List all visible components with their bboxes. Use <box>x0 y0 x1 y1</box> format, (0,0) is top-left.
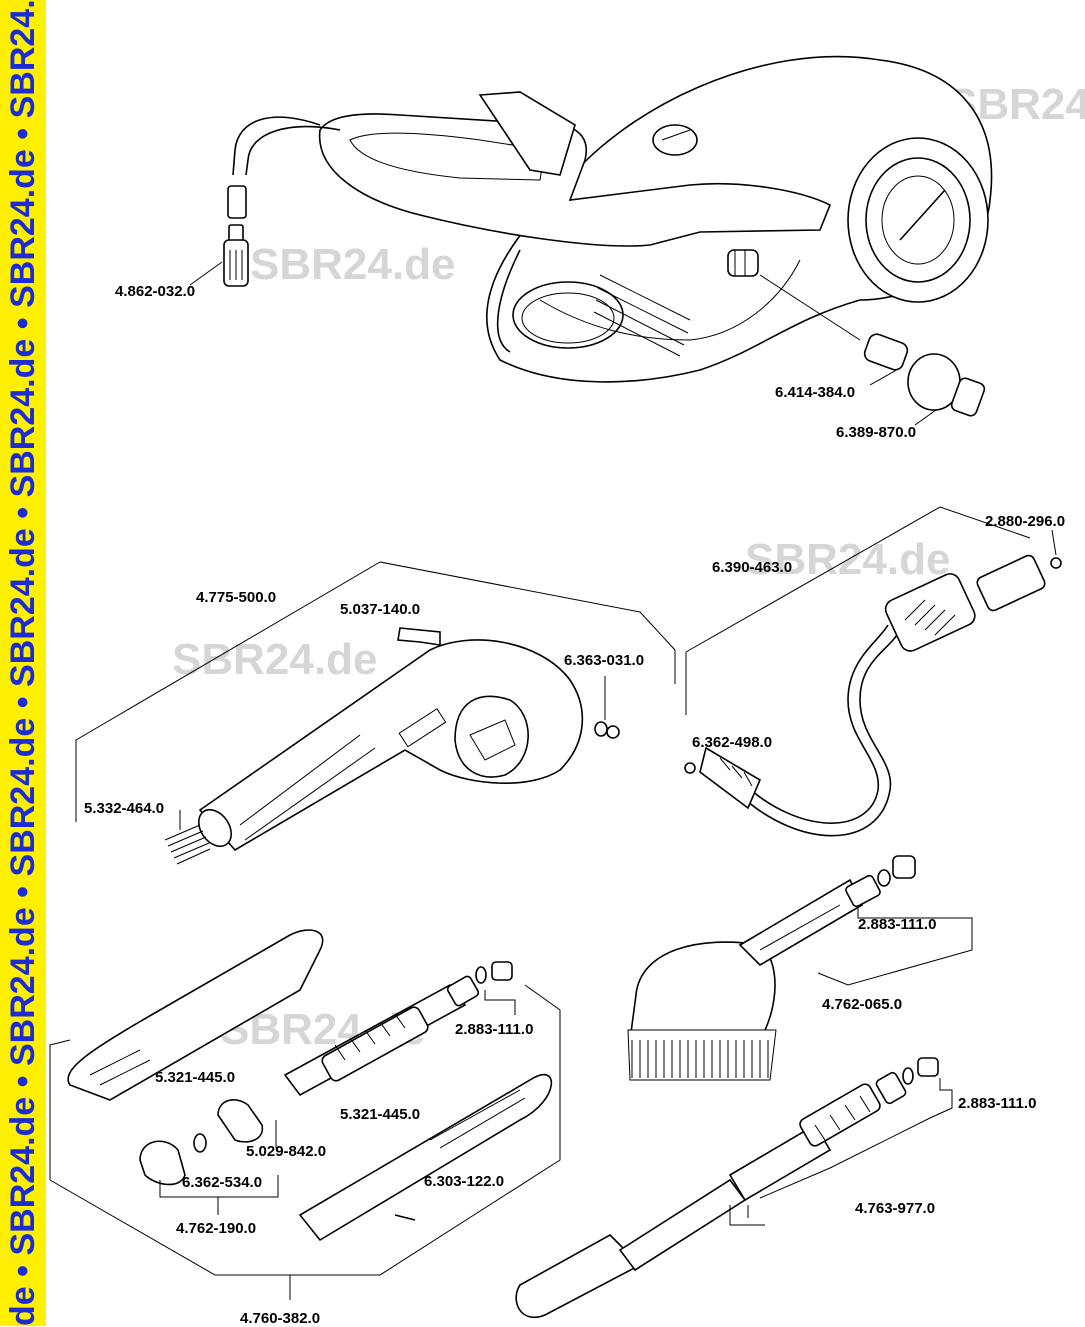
part-label-2883-111-brush: 2.883-111.0 <box>858 916 937 933</box>
part-label-4862-032: 4.862-032.0 <box>115 283 196 300</box>
part-label-6362-498: 6.362-498.0 <box>692 734 773 751</box>
part-label-6414-384: 6.414-384.0 <box>775 384 856 401</box>
part-label-6390-463: 6.390-463.0 <box>712 559 793 576</box>
pressure-washer-body <box>318 55 993 383</box>
clip-5037-140 <box>397 627 441 646</box>
part-label-2880-296: 2.880-296.0 <box>985 513 1066 530</box>
part-label-5029-842: 5.029-842.0 <box>246 1143 327 1160</box>
part-label-6363-031: 6.363-031.0 <box>564 652 645 669</box>
watermark: SBR24.de <box>250 240 456 289</box>
dirt-blaster-4763-977 <box>515 1071 907 1318</box>
part-label-5037-140: 5.037-140.0 <box>340 601 421 618</box>
part-label-4775-500: 4.775-500.0 <box>196 589 277 606</box>
part-label-4762-065: 4.762-065.0 <box>822 996 903 1013</box>
part-label-6362-534: 6.362-534.0 <box>182 1174 263 1191</box>
nozzle-6362-534 <box>139 1140 186 1186</box>
part-label-4762-190: 4.762-190.0 <box>176 1220 257 1237</box>
housing-half-5321-445-b <box>298 1073 553 1242</box>
part-label-5332-464: 5.332-464.0 <box>84 800 165 817</box>
spring-5332-464 <box>164 824 211 865</box>
part-label-2883-111-lance: 2.883-111.0 <box>455 1021 534 1038</box>
watermark: SBR24.de <box>172 635 378 684</box>
strainer-6414-384 <box>863 333 909 371</box>
part-label-5321-445-a: 5.321-445.0 <box>155 1069 236 1086</box>
part-label-4760-382: 4.760-382.0 <box>240 1310 321 1327</box>
housing-half-5321-445 <box>67 929 324 1101</box>
screw-6303-122 <box>394 1214 416 1221</box>
part-label-6389-870: 6.389-870.0 <box>836 424 917 441</box>
sbr24-side-banner: de • SBR24.de • SBR24.de • SBR24.de • SB… <box>0 0 46 1326</box>
wash-brush-4762-065 <box>627 874 881 1081</box>
part-label-4763-977: 4.763-977.0 <box>855 1200 936 1217</box>
high-pressure-hose-6390-463 <box>699 554 1062 837</box>
hose-segment <box>227 185 247 219</box>
part-label-5321-445-b: 5.321-445.0 <box>340 1106 421 1123</box>
lance-4760-382 <box>283 961 513 1097</box>
part-label-6303-122: 6.303-122.0 <box>424 1173 505 1190</box>
part-label-2883-111-blaster: 2.883-111.0 <box>958 1095 1037 1112</box>
nozzle-5029-842 <box>217 1099 264 1143</box>
spray-gun-4775-500 <box>197 639 584 852</box>
